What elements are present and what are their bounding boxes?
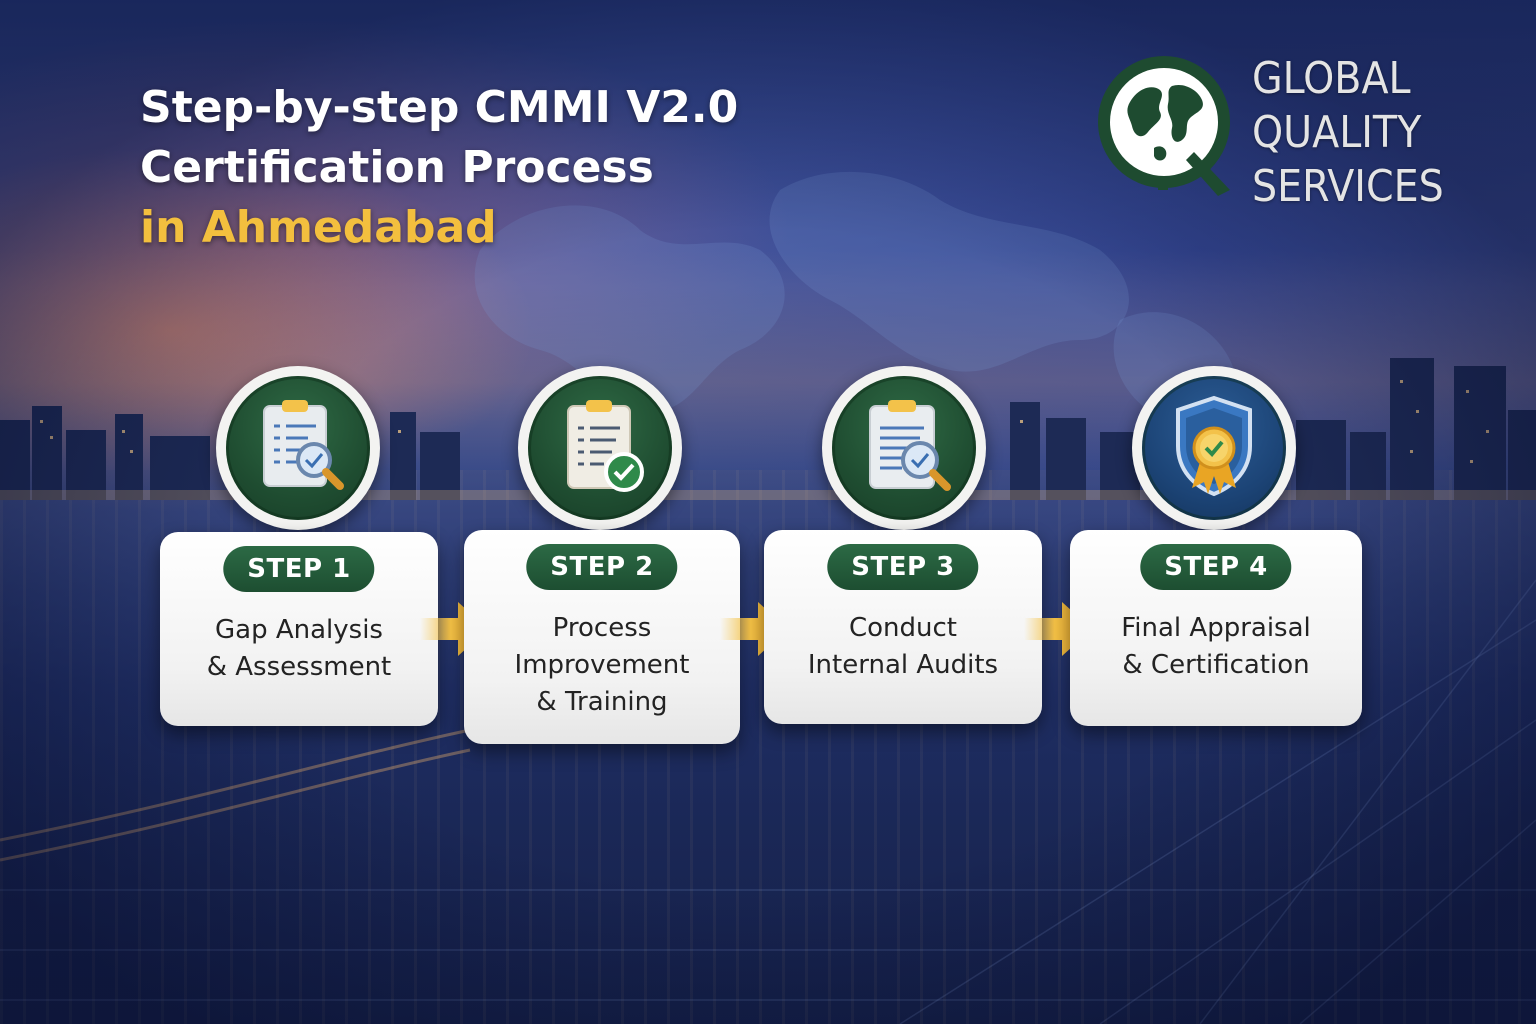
step-2-line-3: & Training: [536, 687, 668, 717]
logo-line-2: QUALITY: [1252, 107, 1422, 158]
title-line-2: Certification Process: [140, 142, 654, 193]
step-3-line-1: Conduct: [848, 613, 957, 643]
step-4-line-2: & Certification: [1122, 650, 1310, 680]
step-2-line-2: Improvement: [514, 650, 690, 680]
company-logo: GLOBAL QUALITY SERVICES: [1094, 52, 1444, 212]
step-4-description: Final Appraisal & Certification: [1080, 610, 1352, 684]
step-3-card: STEP 3 Conduct Internal Audits: [764, 530, 1042, 724]
title-line-3: in Ahmedabad: [140, 202, 497, 253]
step-1-description: Gap Analysis & Assessment: [170, 612, 428, 686]
step-1-badge: STEP 1: [223, 546, 375, 592]
step-3-badge: STEP 3: [827, 544, 979, 590]
logo-wordmark: GLOBAL QUALITY SERVICES: [1252, 52, 1444, 214]
page-title: Step-by-step CMMI V2.0 Certification Pro…: [140, 78, 738, 258]
step-3-line-2: Internal Audits: [807, 650, 999, 680]
globe-q-icon: [1098, 56, 1230, 196]
shield-medal-icon: [1176, 395, 1252, 497]
step-3-icon-circle: [822, 366, 986, 530]
step-2-card: STEP 2 Process Improvement & Training: [464, 530, 740, 744]
step-2-badge: STEP 2: [526, 544, 678, 590]
step-2-line-1: Process: [552, 613, 652, 643]
clipboard-check-icon: [567, 400, 644, 492]
logo-line-1: GLOBAL: [1252, 53, 1411, 104]
step-4-line-1: Final Appraisal: [1121, 613, 1311, 643]
title-line-1: Step-by-step CMMI V2.0: [140, 82, 739, 133]
step-3-description: Conduct Internal Audits: [774, 610, 1032, 684]
clipboard-magnifier-icon: [263, 400, 344, 490]
step-4-icon-circle: [1132, 366, 1296, 530]
step-1-line-1: Gap Analysis: [215, 615, 383, 645]
city-skyline: [0, 358, 1536, 500]
step-4-badge: STEP 4: [1140, 544, 1292, 590]
step-2-icon-circle: [518, 366, 682, 530]
step-1-icon-circle: [216, 366, 380, 530]
step-1-card: STEP 1 Gap Analysis & Assessment: [160, 532, 438, 726]
step-4-card: STEP 4 Final Appraisal & Certification: [1070, 530, 1362, 726]
step-2-description: Process Improvement & Training: [474, 610, 730, 721]
perspective-grid: [0, 579, 1536, 1024]
step-1-line-2: & Assessment: [206, 652, 392, 682]
document-magnifier-icon: [869, 400, 951, 491]
logo-line-3: SERVICES: [1252, 161, 1444, 212]
